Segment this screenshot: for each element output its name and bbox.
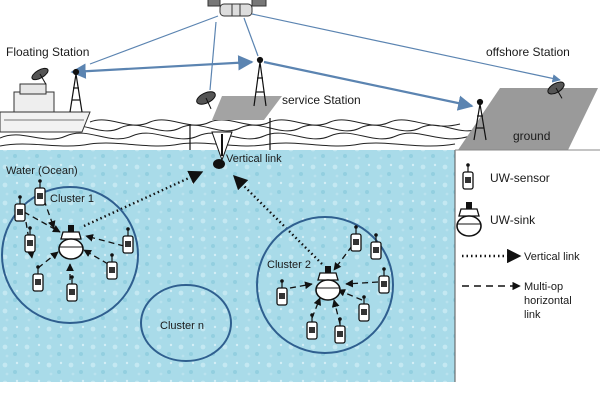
cluster-n-label: Cluster n	[160, 320, 204, 332]
service-station-dish-icon	[196, 91, 216, 110]
cluster-2-sink-icon	[315, 266, 341, 301]
ocean-water	[0, 150, 455, 382]
offshore-station-dish-icon	[547, 81, 565, 99]
cluster-1-sensor-icon-3	[122, 227, 134, 254]
cluster-2-sensor-icon-1	[350, 225, 362, 252]
cluster-1-sensor-icon-7	[24, 226, 36, 253]
cluster-1-sensor-icon-6	[32, 265, 44, 292]
floating-station-tower-icon	[69, 68, 83, 113]
cluster-1-sensor-icon-1	[14, 195, 26, 222]
cluster-2-sensor-icon-3	[276, 279, 288, 306]
water-label: Water (Ocean)	[6, 165, 78, 177]
service-station-pylons	[189, 118, 271, 150]
cluster-1-sensor-icon-2	[34, 179, 46, 206]
legend-uw-sink-icon	[456, 202, 482, 237]
service-platform	[212, 96, 282, 120]
legend-multihop-label-2: horizontal	[524, 295, 572, 307]
satellite-icon	[207, 0, 267, 17]
service-station-tower-icon	[253, 56, 267, 107]
cluster-2-sensor-icon-4	[306, 313, 318, 340]
offshore-station-label: offshore Station	[486, 45, 570, 59]
ocean-bottom-margin	[0, 382, 455, 400]
legend-multihop-label-3: link	[524, 309, 541, 321]
floating-station-ship	[0, 83, 91, 133]
legend	[456, 163, 522, 291]
cluster-2	[256, 216, 394, 354]
service-station-label: service Station	[282, 93, 361, 107]
legend-uw-sink-label: UW-sink	[490, 213, 536, 227]
cluster-2-sensor-icon-6	[378, 267, 390, 294]
legend-uw-sensor-icon	[462, 163, 474, 190]
cluster-2-sensor-icon-5	[358, 295, 370, 322]
cluster-2-sensor-icon-7	[334, 317, 346, 344]
ground-label: ground	[513, 129, 550, 143]
legend-multihop-label-1: Multi-op	[524, 281, 563, 293]
cluster-1-sensor-icon-4	[106, 253, 118, 280]
cluster-1	[1, 186, 139, 324]
underwater-nodes	[14, 179, 390, 344]
cluster-1-sensor-icon-5	[66, 275, 78, 302]
surface-buoy	[211, 131, 233, 169]
radio-links	[70, 13, 561, 111]
ground-area	[212, 88, 600, 382]
floating-station-label: Floating Station	[6, 45, 89, 59]
legend-vertical-link-label: Vertical link	[524, 251, 580, 263]
vertical-links	[83, 170, 323, 265]
cluster-1-label: Cluster 1	[50, 193, 94, 205]
floating-station-dish-icon	[31, 67, 49, 85]
cluster-n	[140, 284, 232, 362]
legend-uw-sensor-label: UW-sensor	[490, 171, 550, 185]
cluster-2-label: Cluster 2	[267, 259, 311, 271]
cluster-1-sink-icon	[58, 225, 84, 260]
cluster-2-sensor-icon-2	[370, 233, 382, 260]
ground-tower-icon	[473, 98, 487, 141]
vertical-link-label: Vertical link	[226, 153, 282, 165]
